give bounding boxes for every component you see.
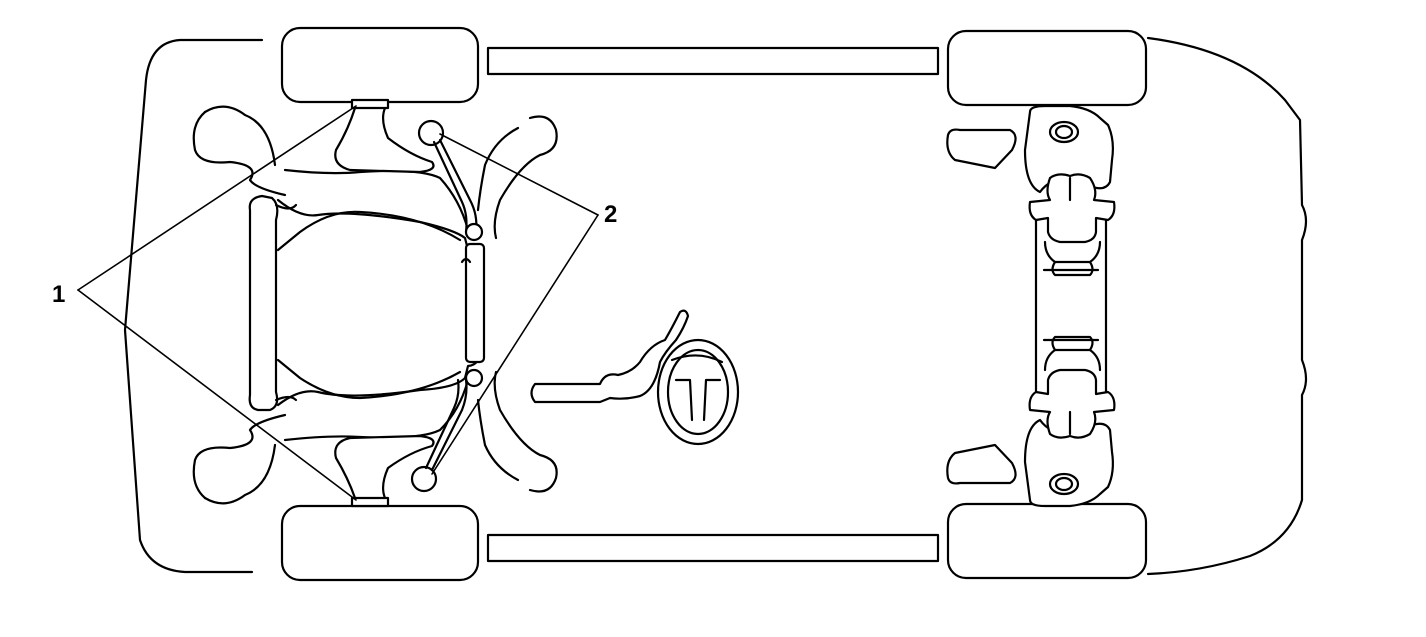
callout-1: 1 [52,105,357,501]
tie-rod-end-upper [417,119,445,147]
body-outline [123,36,1308,576]
rear-left-tire [946,29,1148,107]
rear-right-tire [946,502,1148,580]
callout-2: 2 [431,133,617,475]
steering-wheel-assembly [530,309,740,446]
tie-rod-end-lower [410,465,438,493]
right-rocker-panel [486,533,940,563]
front-right-tire [280,504,480,582]
callout-1-label: 1 [52,281,65,308]
front-suspension-cradle [192,98,558,508]
left-rocker-panel [486,46,940,76]
rear-suspension [946,104,1116,508]
front-left-tire [280,26,480,104]
callout-2-label: 2 [604,201,617,228]
